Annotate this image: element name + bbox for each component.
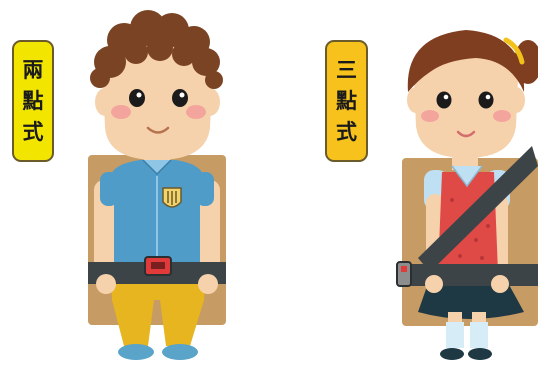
girl-hair — [407, 30, 525, 92]
shoulder-belt-icon — [418, 146, 538, 272]
girl-head — [414, 44, 518, 158]
two-point-char-2: 點 — [22, 88, 44, 113]
boy-head — [103, 40, 212, 160]
two-point-label: 兩 點 式 — [12, 40, 54, 162]
two-point-char-1: 兩 — [22, 57, 44, 82]
three-point-char-2: 點 — [336, 88, 357, 113]
three-point-char-3: 式 — [336, 119, 357, 144]
three-point-label: 三 點 式 — [325, 40, 368, 162]
boy-hair — [90, 10, 223, 89]
lap-belt-icon — [402, 264, 538, 286]
three-point-char-1: 三 — [336, 57, 357, 82]
two-point-char-3: 式 — [22, 119, 44, 144]
buckle-icon — [396, 261, 412, 287]
